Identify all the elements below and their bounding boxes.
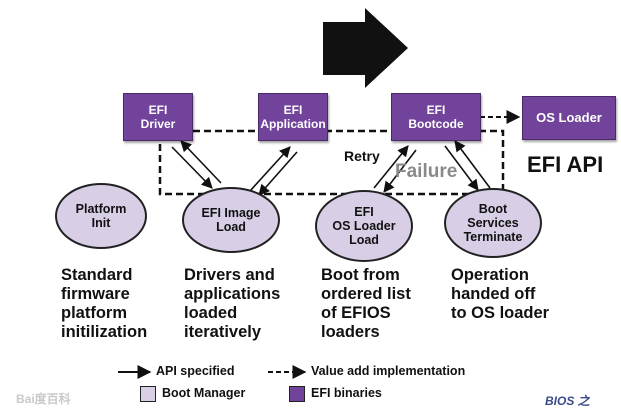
bootcode-to-osloaderload-arrow bbox=[383, 149, 417, 193]
image-load-description: Drivers and applications loaded iterativ… bbox=[184, 266, 281, 341]
os-loader-box: OS Loader bbox=[522, 96, 616, 140]
platform-init-oval: Platform Init bbox=[55, 183, 147, 249]
baidu-watermark: Bai度百科 bbox=[16, 392, 71, 406]
osloaderload-to-bootcode-arrow bbox=[373, 145, 409, 189]
application-to-imageload-arrow bbox=[258, 151, 298, 196]
efi-image-load-oval: EFI Image Load bbox=[182, 187, 280, 253]
efi-api-label: EFI API bbox=[527, 152, 604, 177]
failure-label: Failure bbox=[395, 161, 458, 182]
legend-efi-binaries-swatch bbox=[289, 386, 305, 402]
driver-to-imageload-arrow bbox=[171, 146, 213, 189]
imageload-to-application-arrow bbox=[249, 146, 291, 192]
legend-boot-manager-swatch bbox=[140, 386, 156, 402]
bootcode-to-terminate-arrow bbox=[444, 145, 479, 191]
os-loader-load-description: Boot from ordered list of EFIOS loaders bbox=[321, 266, 411, 341]
platform-description: Standard firmware platform initilization bbox=[61, 266, 148, 341]
efi-application-box: EFI Application bbox=[258, 93, 328, 141]
boot-services-terminate-oval: Boot Services Terminate bbox=[444, 188, 542, 258]
legend-efi-binaries: EFI binaries bbox=[311, 386, 382, 400]
progress-arrow-shape bbox=[323, 8, 408, 88]
bios-watermark: BIOS 之 bbox=[545, 394, 590, 408]
terminate-to-bootcode-arrow bbox=[454, 140, 491, 189]
terminate-description: Operation handed off to OS loader bbox=[451, 266, 550, 322]
dashed-boundary bbox=[158, 129, 505, 196]
legend-boot-manager: Boot Manager bbox=[162, 386, 246, 400]
legend-value-add: Value add implementation bbox=[311, 364, 466, 378]
imageload-to-driver-arrow bbox=[180, 140, 222, 184]
efi-bootcode-box: EFI Bootcode bbox=[391, 93, 481, 141]
efi-driver-box: EFI Driver bbox=[123, 93, 193, 141]
retry-label: Retry bbox=[344, 148, 380, 164]
legend-api-specified: API specified bbox=[156, 364, 235, 378]
efi-os-loader-load-oval: EFI OS Loader Load bbox=[315, 190, 413, 262]
